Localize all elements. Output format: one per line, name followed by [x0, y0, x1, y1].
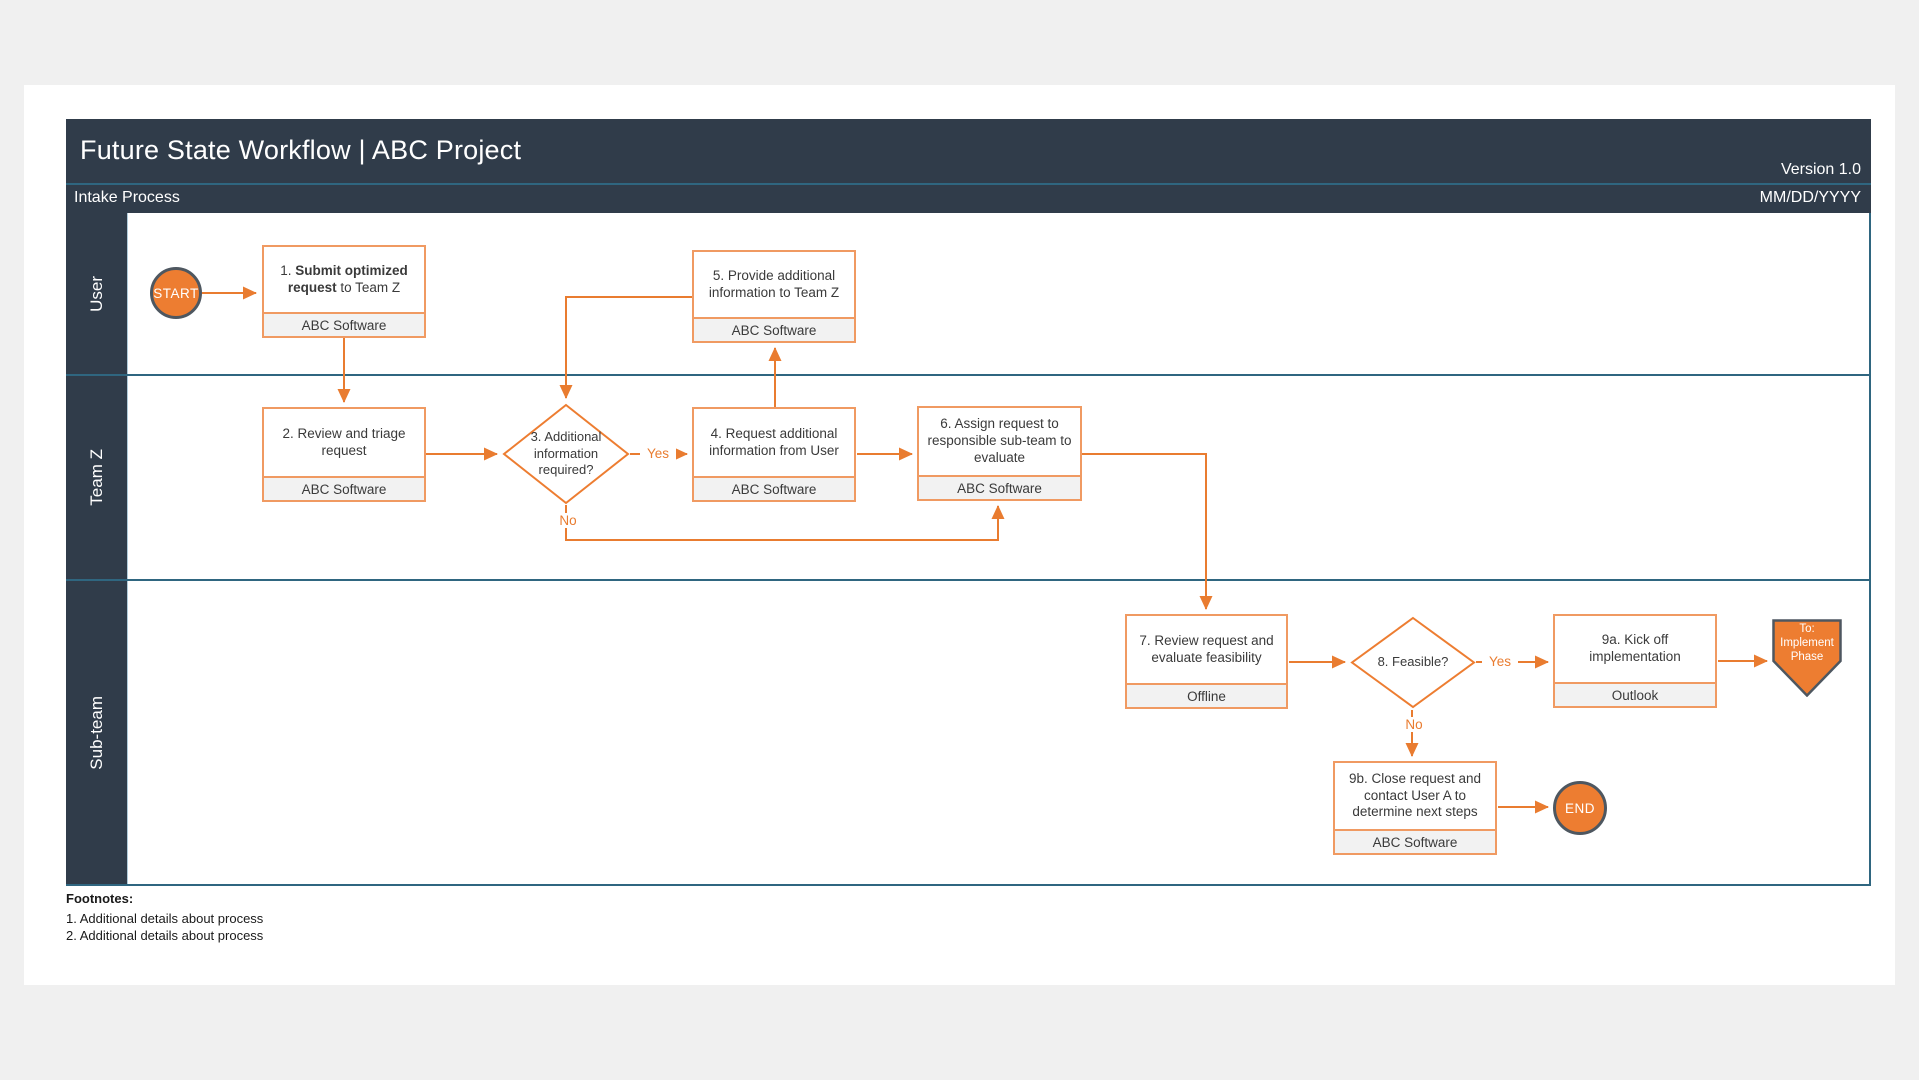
step-4-request-info: 4. Request additional information from U… [692, 407, 856, 502]
step-4-text: 4. Request additional information from U… [709, 425, 839, 458]
decision-3-text: 3. Additional information required? [530, 428, 602, 478]
lane-label-team-z: Team Z [87, 449, 106, 506]
step-2-text: 2. Review and triage request [282, 425, 406, 458]
start-label: START [153, 285, 199, 301]
diagram-frame [66, 119, 1871, 886]
footnote-item: 2. Additional details about process [66, 928, 264, 944]
date-label: MM/DD/YYYY [1759, 189, 1861, 206]
decision-8-text: 8. Feasible? [1377, 654, 1449, 670]
step-9a-text: 9a. Kick off implementation [1589, 632, 1681, 664]
edge-label-yes-feasible: Yes [1482, 654, 1518, 669]
footnotes: Footnotes: 1. Additional details about p… [66, 890, 263, 945]
header-divider [66, 183, 1871, 185]
start-terminator: START [150, 267, 202, 319]
end-terminator: END [1553, 781, 1607, 835]
step-1-text: 1. Submit optimized request to Team Z [280, 262, 408, 295]
decision-8-feasible: 8. Feasible? [1350, 616, 1476, 709]
step-6-text: 6. Assign request to responsible sub-tea… [927, 416, 1072, 465]
step-7-system: Offline [1127, 683, 1286, 707]
diagram-header [66, 119, 1871, 213]
step-5-provide-info: 5. Provide additional information to Tea… [692, 250, 856, 343]
step-6-system: ABC Software [919, 475, 1080, 499]
diamond-shape [1350, 616, 1476, 709]
offpage-label: To: Implement Phase [1780, 623, 1834, 663]
step-9b-text: 9b. Close request and contact User A to … [1348, 770, 1482, 820]
page-title: Future State Workflow | ABC Project [80, 135, 522, 165]
process-subtitle: Intake Process [74, 189, 180, 206]
footnote-item: 1. Additional details about process [66, 910, 264, 926]
step-5-text: 5. Provide additional information to Tea… [708, 267, 840, 300]
lane-separator-1 [66, 374, 1871, 376]
step-9b-close-request: 9b. Close request and contact User A to … [1333, 761, 1497, 855]
step-9a-system: Outlook [1555, 682, 1715, 706]
lane-label-user: User [87, 275, 106, 312]
footnotes-heading: Footnotes: [66, 891, 134, 906]
step-7-text: 7. Review request and evaluate feasibili… [1139, 632, 1274, 665]
step-2-system: ABC Software [264, 476, 424, 500]
step-1-submit-request: 1. Submit optimized request to Team Z AB… [262, 245, 426, 338]
step-2-review-triage: 2. Review and triage request ABC Softwar… [262, 407, 426, 502]
step-9a-kick-off: 9a. Kick off implementation Outlook [1553, 614, 1717, 708]
edge-label-no-info: No [552, 513, 584, 528]
step-5-system: ABC Software [694, 317, 854, 341]
lane-label-sub-team: Sub-team [87, 695, 106, 770]
offpage-connector-implement-phase: To: Implement Phase [1772, 619, 1842, 698]
offpage-shape [1772, 619, 1842, 698]
step-1-system: ABC Software [264, 312, 424, 336]
step-6-assign-request: 6. Assign request to responsible sub-tea… [917, 406, 1082, 501]
lane-separator-2 [66, 579, 1871, 581]
step-9b-system: ABC Software [1335, 829, 1495, 853]
step-4-system: ABC Software [694, 476, 854, 500]
edge-label-yes-info: Yes [640, 446, 676, 461]
end-label: END [1564, 800, 1595, 816]
step-7-review-feasibility: 7. Review request and evaluate feasibili… [1125, 614, 1288, 709]
edge-label-no-feasible: No [1398, 717, 1430, 732]
lane-header-column [66, 213, 128, 884]
diamond-shape [502, 403, 630, 505]
version-label: Version 1.0 [1780, 161, 1861, 178]
decision-3-additional-info: 3. Additional information required? [502, 403, 630, 505]
